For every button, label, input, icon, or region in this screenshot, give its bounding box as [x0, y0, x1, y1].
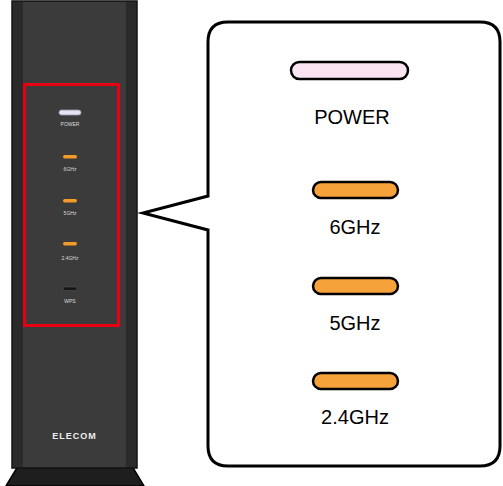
- led-24ghz-enlarged: [313, 373, 398, 389]
- led-label: WPS: [64, 298, 75, 304]
- router-housing-node: ELECOM POWER 6GHz 5GHz 2.4GHzWPS: [12, 0, 137, 470]
- router-housing: [12, 1, 137, 468]
- led-label: 5GHz: [329, 311, 380, 335]
- led-label: 6GHz: [329, 215, 380, 239]
- led-label: POWER: [61, 121, 80, 127]
- power-led-enlarged: [291, 62, 408, 79]
- led-label: 2.4GHz: [62, 255, 79, 261]
- power-led: [59, 110, 81, 115]
- callout-bubble: [143, 22, 500, 466]
- callout-box: POWER 6GHz 5GHz 2.4GHz: [208, 22, 500, 466]
- led-6ghz-enlarged: [313, 182, 398, 198]
- router-stand: [6, 466, 144, 486]
- led-label: 5GHz: [64, 210, 77, 216]
- housing-edge: [126, 2, 136, 467]
- brand-label: ELECOM: [52, 431, 97, 442]
- wps-button: [63, 287, 77, 291]
- led-24ghz: [63, 242, 77, 246]
- led-5ghz: [63, 199, 77, 203]
- led-label: 2.4GHz: [321, 405, 389, 429]
- led-label: 6GHz: [64, 166, 77, 172]
- led-label: POWER: [314, 105, 390, 129]
- highlight-frame: POWER 6GHz 5GHz 2.4GHzWPS: [23, 83, 120, 327]
- housing-edge: [13, 2, 23, 467]
- led-6ghz: [63, 155, 77, 159]
- led-5ghz-enlarged: [313, 278, 398, 294]
